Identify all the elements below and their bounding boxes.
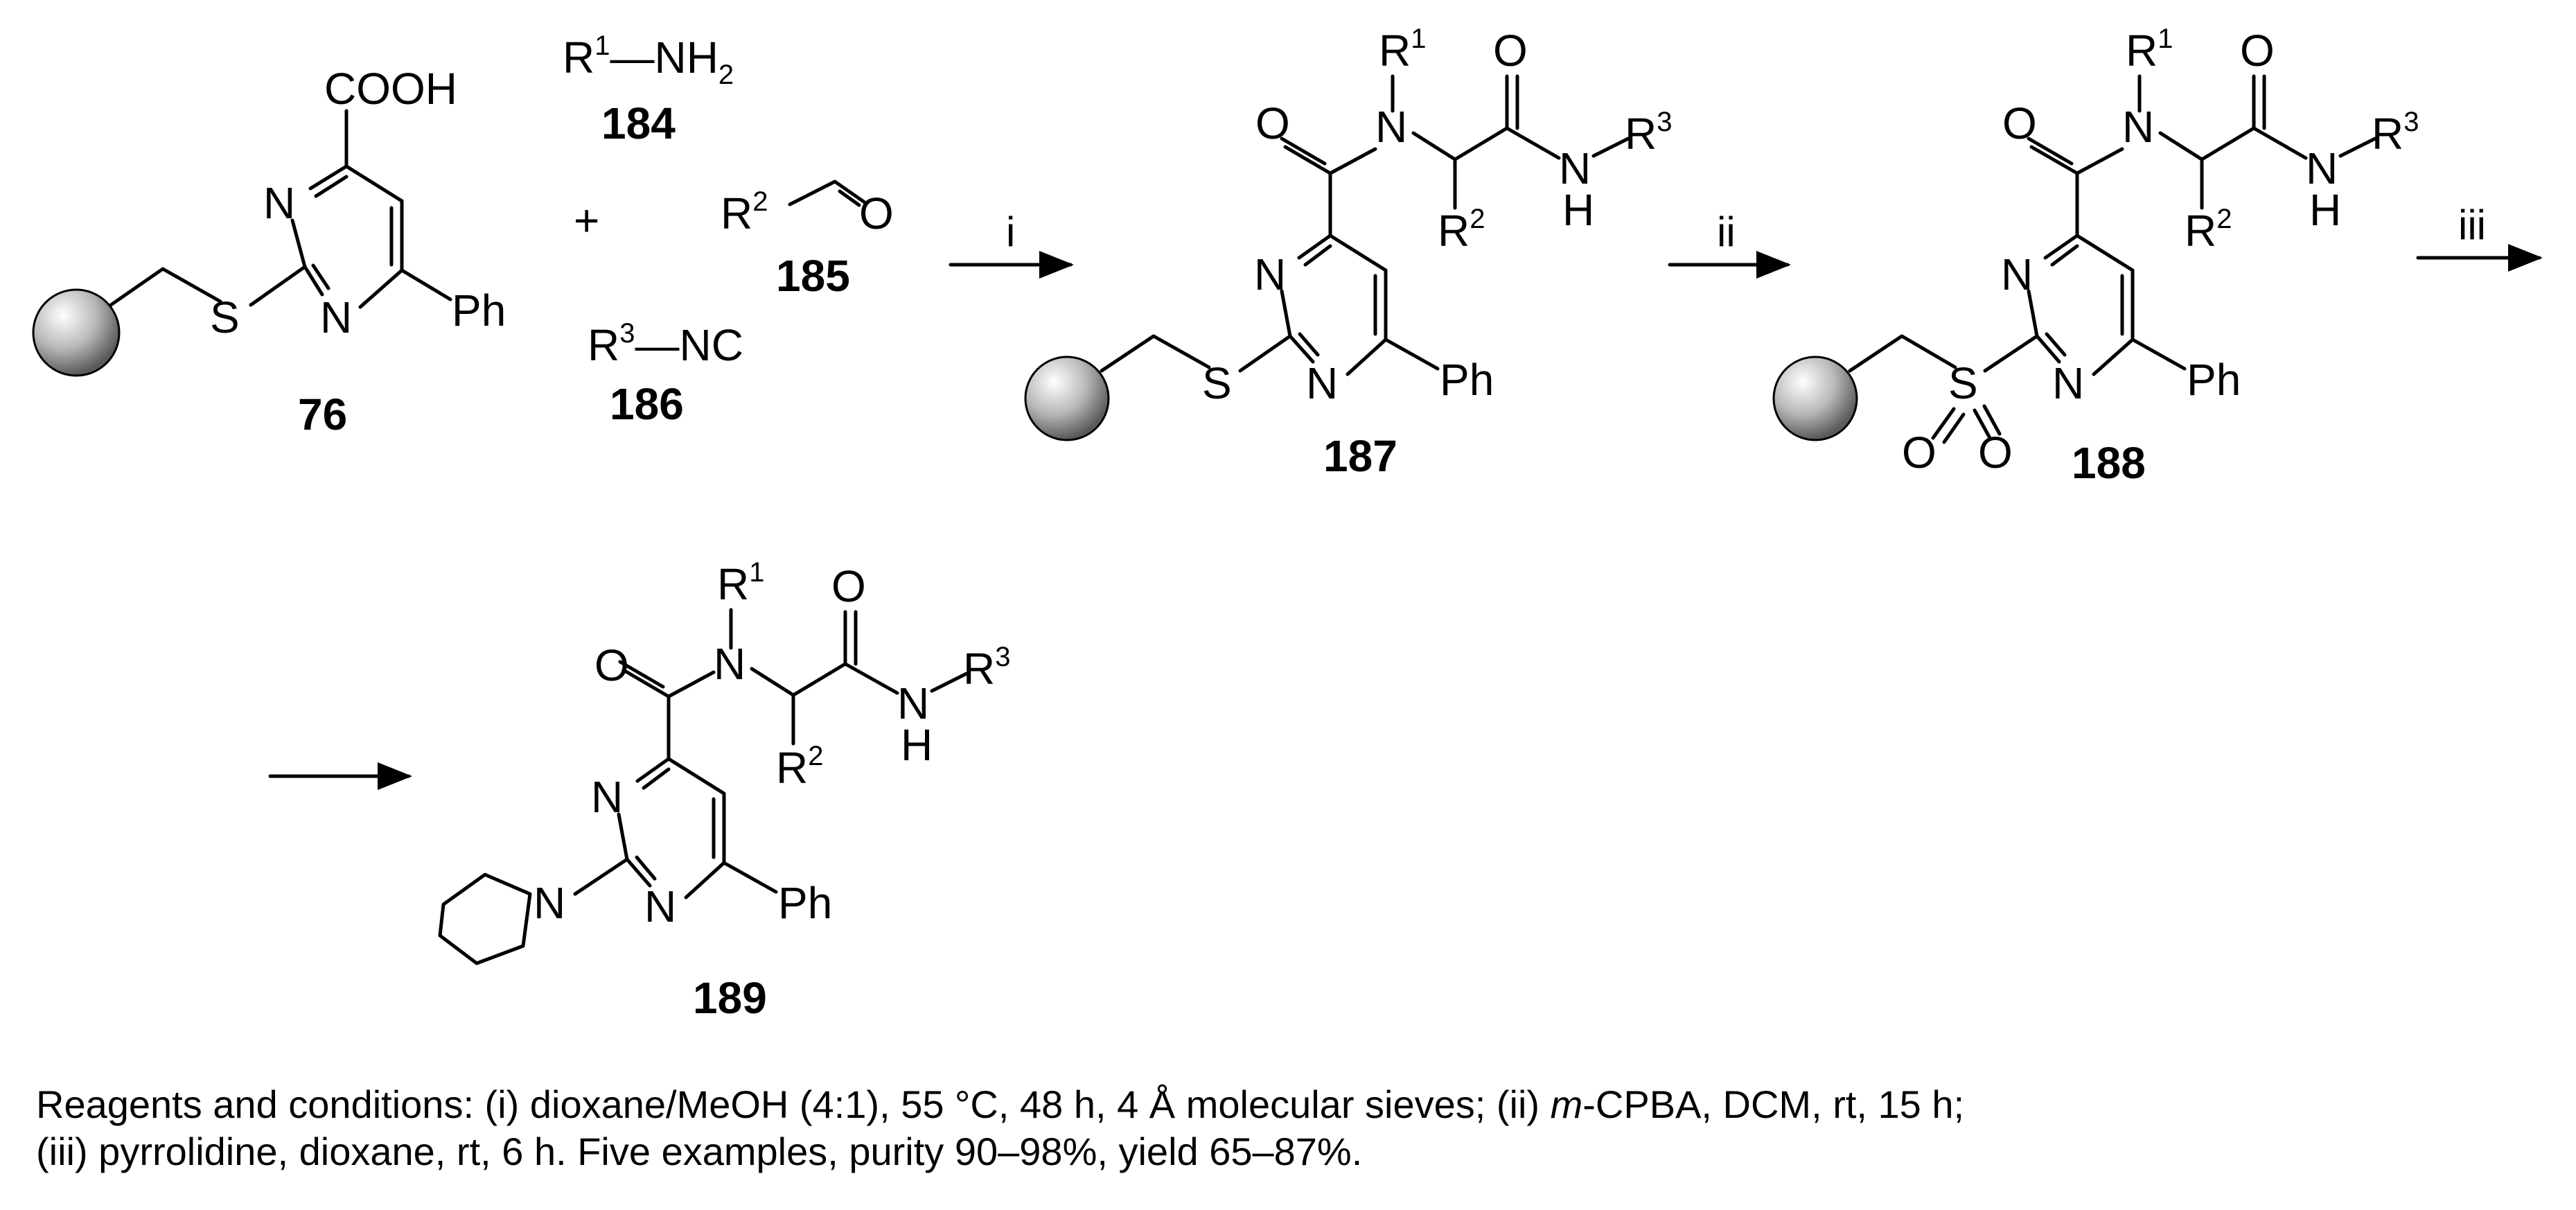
svg-text:N: N xyxy=(2306,143,2338,193)
svg-text:H: H xyxy=(1562,185,1594,235)
svg-text:O: O xyxy=(2002,98,2037,148)
compound-label-187: 187 xyxy=(1323,431,1397,481)
svg-text:O: O xyxy=(1493,26,1528,76)
compound-label-184: 184 xyxy=(601,98,676,148)
compound-label-185: 185 xyxy=(776,251,850,301)
svg-text:N: N xyxy=(2001,249,2033,299)
atom-s: S xyxy=(210,292,240,342)
svg-text:N: N xyxy=(1306,358,1338,408)
svg-text:O: O xyxy=(859,188,894,238)
svg-text:O: O xyxy=(2240,26,2275,76)
compound-76-structure: S N N COOH Ph 76 xyxy=(32,64,506,439)
svg-text:R2: R2 xyxy=(2185,204,2232,256)
svg-text:Ph: Ph xyxy=(778,878,832,928)
reagent-186: R3—NC 186 xyxy=(588,318,743,429)
svg-text:R1: R1 xyxy=(717,557,764,609)
svg-text:N: N xyxy=(644,882,676,931)
svg-text:R1: R1 xyxy=(1379,24,1426,76)
caption-line-1: Reagents and conditions: (i) dioxane/MeO… xyxy=(36,1082,1965,1126)
compound-label-186: 186 xyxy=(610,379,684,429)
svg-text:R1: R1 xyxy=(2126,24,2173,76)
label-ph: Ph xyxy=(452,286,506,335)
svg-text:Ph: Ph xyxy=(2187,355,2241,405)
svg-text:N: N xyxy=(533,878,565,928)
svg-text:N: N xyxy=(897,678,929,728)
svg-text:N: N xyxy=(591,772,623,822)
resin-bead-icon xyxy=(32,288,121,377)
compound-189-structure: N N N O N R1 R2 O N H R3 Ph 189 xyxy=(438,557,1010,1023)
svg-text:R3—NC: R3—NC xyxy=(588,318,743,370)
step-label-i: i xyxy=(1006,209,1015,255)
svg-text:O: O xyxy=(1978,428,2013,477)
compound-label-189: 189 xyxy=(693,973,767,1023)
svg-text:S: S xyxy=(1202,358,1232,408)
atom-n1: N xyxy=(263,178,295,228)
svg-text:R1—NH2: R1—NH2 xyxy=(563,30,734,90)
reagent-184: R1—NH2 184 xyxy=(563,30,734,148)
svg-text:H: H xyxy=(2309,185,2341,235)
svg-text:R3: R3 xyxy=(1625,107,1672,159)
plus-sign: + xyxy=(574,195,599,245)
svg-text:R2: R2 xyxy=(1438,204,1485,256)
compound-187-structure: S N N O N R1 R2 O N H R3 Ph 187 xyxy=(1024,24,1672,481)
compound-label-188: 188 xyxy=(2072,438,2146,488)
svg-text:Ph: Ph xyxy=(1440,355,1494,405)
compound-188-structure: S O O N N O N R1 R2 O N H xyxy=(1772,24,2419,488)
svg-text:R2: R2 xyxy=(721,186,768,238)
label-cooh: COOH xyxy=(324,64,457,114)
svg-text:H: H xyxy=(901,720,933,770)
svg-text:S: S xyxy=(1948,358,1978,408)
reaction-conditions-caption: Reagents and conditions: (i) dioxane/MeO… xyxy=(36,1081,2544,1175)
svg-text:R3: R3 xyxy=(963,642,1010,694)
svg-text:R3: R3 xyxy=(2372,107,2419,159)
svg-text:O: O xyxy=(831,561,866,611)
step-label-ii: ii xyxy=(1717,209,1736,255)
compound-label-76: 76 xyxy=(298,389,347,439)
svg-text:N: N xyxy=(2052,358,2084,408)
caption-line-2: (iii) pyrrolidine, dioxane, rt, 6 h. Fiv… xyxy=(36,1130,1363,1173)
svg-text:O: O xyxy=(1255,98,1290,148)
reagent-185: R2 O 185 xyxy=(721,179,894,301)
svg-text:N: N xyxy=(1559,143,1591,193)
svg-text:N: N xyxy=(1254,249,1286,299)
svg-text:R2: R2 xyxy=(776,741,823,793)
resin-bead-icon xyxy=(1024,356,1110,441)
svg-text:O: O xyxy=(1902,428,1937,477)
svg-text:O: O xyxy=(594,640,629,690)
resin-bead-icon xyxy=(1772,356,1858,441)
step-label-iii: iii xyxy=(2458,202,2486,248)
atom-n3: N xyxy=(320,292,352,342)
